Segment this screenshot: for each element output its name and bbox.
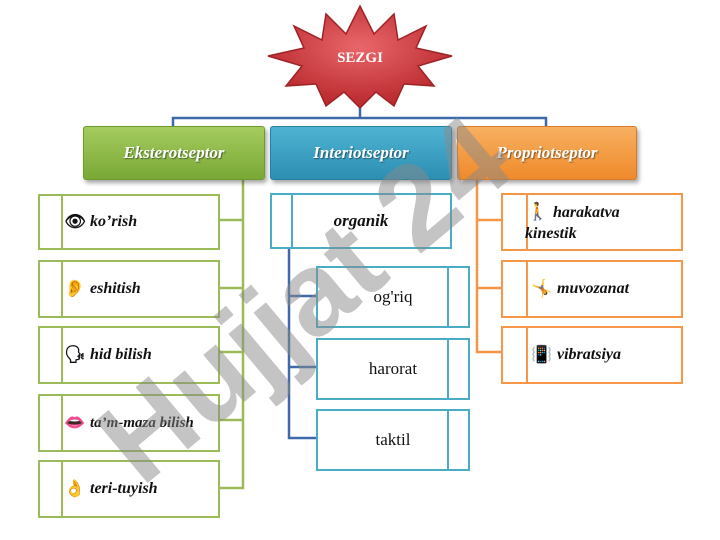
vibration-icon: 📳 (531, 345, 553, 364)
item-label: ko’rish (90, 213, 138, 230)
category-label: Propriotseptor (496, 143, 598, 162)
lips-icon: 👄 (64, 413, 86, 432)
item-label: og'riq (373, 287, 413, 306)
category-label: Interiotseptor (313, 143, 409, 162)
ekstero-item: 👁 ko’rish (38, 194, 220, 250)
ekstero-item: 👌 teri-tuyish (38, 460, 220, 518)
item-label: hid bilish (90, 346, 152, 363)
proprio-item: 📳 vibratsiya (501, 326, 683, 384)
root-label: SEZGI (337, 50, 383, 66)
ekstero-item: 👂 eshitish (38, 260, 220, 318)
eye-icon: 👁 (64, 212, 86, 231)
ekstero-item: 👄 ta’m-maza bilish (38, 394, 220, 452)
item-label: organik (333, 211, 389, 230)
item-label: vibratsiya (557, 346, 621, 363)
item-label: harakatva (553, 204, 620, 221)
interio-item: harorat (316, 338, 470, 400)
item-label: ta’m-maza bilish (90, 414, 194, 431)
category-label: Eksterotseptor (123, 143, 225, 162)
item-label: harorat (368, 359, 418, 378)
item-label: eshitish (90, 280, 141, 297)
category-interiotseptor: Interiotseptor (270, 126, 452, 180)
category-propriotseptor: Propriotseptor (457, 126, 637, 180)
item-label-line2: kinestik (525, 225, 577, 242)
nose-icon: 🗣 (64, 345, 86, 364)
figure-icon: 🚶 (527, 202, 549, 221)
item-label: teri-tuyish (90, 480, 158, 497)
interio-item: og'riq (316, 266, 470, 328)
hand-icon: 👌 (64, 479, 86, 498)
interio-item: taktil (316, 409, 470, 471)
root-star-shape (267, 4, 453, 110)
proprio-item: 🤸 muvozanat (501, 260, 683, 318)
ear-icon: 👂 (64, 279, 86, 298)
balance-icon: 🤸 (531, 279, 553, 298)
proprio-item: 🚶harakatva kinestik (501, 193, 683, 251)
item-label: muvozanat (557, 280, 630, 297)
item-label: taktil (375, 430, 411, 449)
category-eksterotseptor: Eksterotseptor (83, 126, 265, 180)
ekstero-item: 🗣 hid bilish (38, 326, 220, 384)
interio-item: organik (270, 193, 452, 249)
